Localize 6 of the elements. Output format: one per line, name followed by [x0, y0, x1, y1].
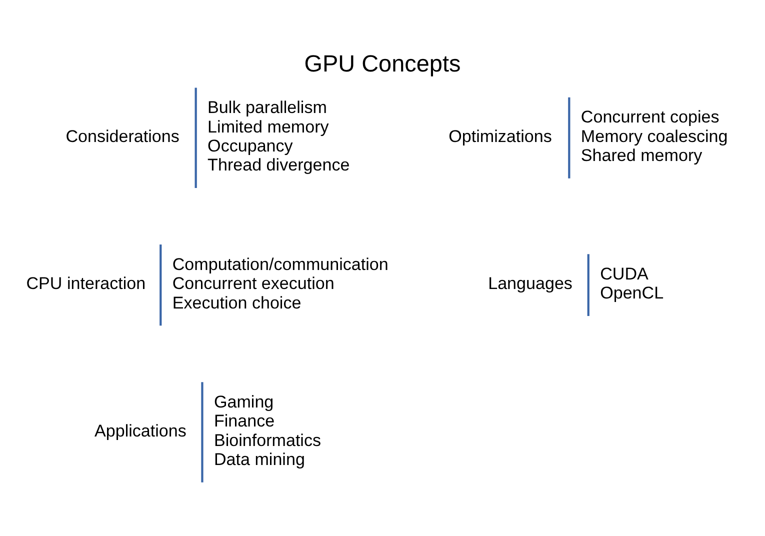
node-text: Optimizations Concurrent copies Memory coalescing Shared memory: [448, 108, 728, 166]
node-text: CPU interaction Computation/communication Concurrent execution Execution choice: [26, 254, 388, 312]
node-text: Applications Gaming Finance Bioinformatics Data mining: [94, 392, 322, 470]
diagram-title: GPU Concepts: [304, 50, 461, 76]
node-text: Considerations Bulk parallelism Limited memory Occupancy Thread divergence: [66, 98, 350, 175]
node-text: Languages CUDA OpenCL: [488, 264, 664, 303]
